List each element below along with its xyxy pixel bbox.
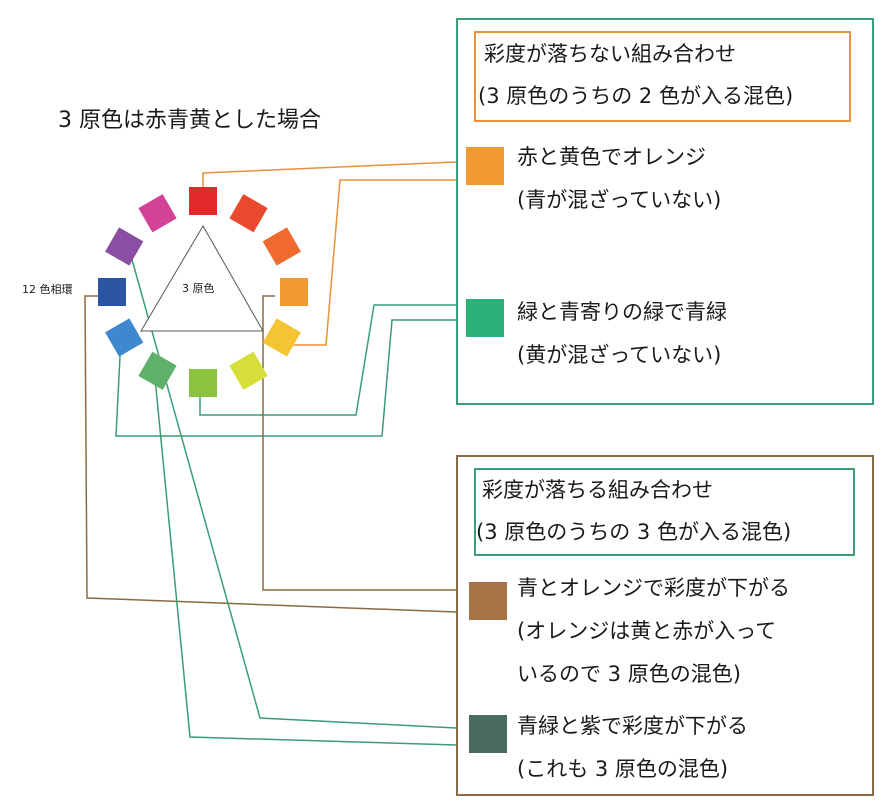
dark-teal-swatch bbox=[469, 715, 507, 753]
saturation-kept-header bbox=[474, 31, 851, 122]
hue-square-orange bbox=[280, 278, 308, 306]
hue-square-yellow bbox=[262, 318, 301, 357]
brown-swatch bbox=[469, 582, 507, 620]
orange-mix-line2: (青が混ざっていない) bbox=[517, 188, 722, 212]
saturation-lost-header-line2: (3 原色のうちの 3 色が入る混色) bbox=[476, 520, 792, 544]
connector-darkblue-to-brown bbox=[84, 295, 457, 613]
hue-square-blue-green bbox=[138, 351, 177, 390]
teal-mix-line1: 青緑と紫で彩度が下がる bbox=[517, 714, 748, 738]
saturation-kept-header-line2: (3 原色のうちの 2 色が入る混色) bbox=[478, 84, 794, 108]
saturation-lost-header bbox=[474, 468, 855, 556]
blue-green-swatch bbox=[466, 299, 504, 337]
brown-mix-line1: 青とオレンジで彩度が下がる bbox=[517, 576, 790, 600]
triangle-label: 3 原色 bbox=[182, 282, 215, 295]
blue-green-mix-line1: 緑と青寄りの緑で青緑 bbox=[517, 300, 727, 324]
hue-square-red-orange bbox=[229, 194, 268, 233]
hue-square-red bbox=[189, 187, 217, 215]
hue-square-yellow-green bbox=[229, 351, 268, 390]
connector-yellowgreen-to-bluegreen bbox=[199, 304, 456, 416]
connector-red-to-orange bbox=[202, 161, 456, 195]
primary-triangle bbox=[140, 225, 264, 332]
hue-square-green bbox=[189, 369, 217, 397]
hue-square-dark-blue bbox=[98, 278, 126, 306]
connector-green-to-teal bbox=[154, 377, 457, 746]
hue-square-blue bbox=[105, 318, 144, 357]
teal-mix-line2: (これも 3 原色の混色) bbox=[517, 757, 729, 781]
blue-green-mix-line2: (黄が混ざっていない) bbox=[517, 343, 722, 367]
hue-square-purple bbox=[105, 227, 144, 266]
orange-mix-line1: 赤と黄色でオレンジ bbox=[517, 145, 706, 169]
saturation-lost-panel bbox=[456, 455, 874, 796]
diagram-title: 3 原色は赤青黄とした場合 bbox=[58, 108, 321, 133]
hue-square-orange-red bbox=[262, 227, 301, 266]
orange-swatch bbox=[466, 147, 504, 185]
connector-purple-to-teal bbox=[130, 255, 457, 729]
saturation-lost-header-line1: 彩度が落ちる組み合わせ bbox=[482, 478, 713, 502]
brown-mix-line3: いるので 3 原色の混色) bbox=[517, 662, 741, 686]
saturation-kept-panel bbox=[456, 18, 874, 405]
connector-orange-to-brown bbox=[262, 295, 456, 591]
saturation-kept-header-line1: 彩度が落ちない組み合わせ bbox=[484, 42, 736, 66]
hue-square-magenta bbox=[138, 194, 177, 233]
color-wheel-label: 12 色相環 bbox=[22, 283, 73, 296]
brown-mix-line2: (オレンジは黄と赤が入って bbox=[517, 619, 777, 643]
connector-blue-to-bluegreen bbox=[115, 319, 456, 437]
connector-yellow-to-orange bbox=[290, 179, 456, 346]
color-wheel bbox=[98, 187, 308, 397]
